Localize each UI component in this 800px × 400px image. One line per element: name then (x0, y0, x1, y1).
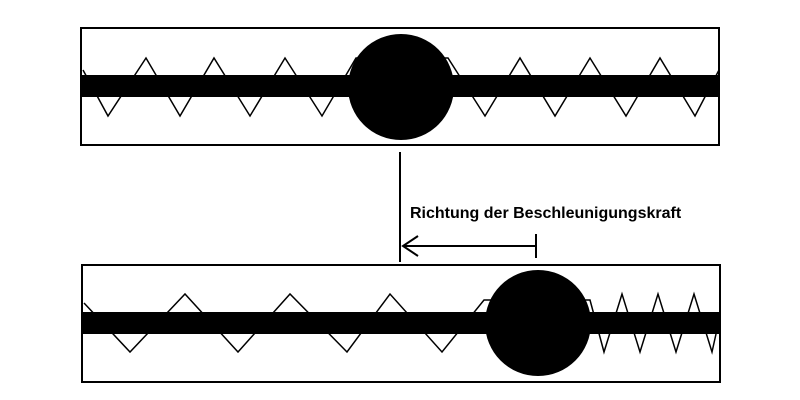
top-mass-ball (348, 34, 454, 140)
top-panel (80, 27, 720, 146)
bottom-mass-ball (485, 270, 591, 376)
bottom-panel (81, 264, 721, 383)
force-direction-label: Richtung der Beschleunigungskraft (410, 205, 682, 222)
bottom-rod (82, 312, 720, 334)
force-arrow-head (401, 235, 419, 257)
force-indicator: Richtung der Beschleunigungskraft (399, 152, 682, 262)
